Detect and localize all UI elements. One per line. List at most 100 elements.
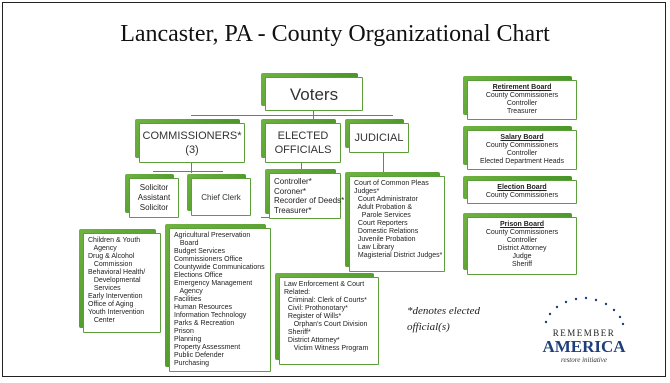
department-item: Planning <box>174 336 202 343</box>
board-line: District Attorney <box>497 245 547 252</box>
solicitor-label: Solicitor Assistant Solicitor <box>129 178 179 218</box>
board-line: Sheriff <box>511 261 533 268</box>
department-item: Elections Office <box>174 272 223 279</box>
board-line: Treasurer <box>506 108 538 115</box>
department-item: Budget Services <box>174 248 225 255</box>
judicial-list-box: Court of Common Pleas Judges* Court Admi… <box>345 172 445 272</box>
slide: Lancaster, PA - County Organizational Ch… <box>2 2 666 377</box>
connector-elected-down <box>301 163 302 173</box>
department-item: Commissioners Office <box>174 256 243 263</box>
elected-item: Coroner* <box>274 186 307 196</box>
department-item: Youth Intervention <box>88 309 145 316</box>
department-item: Services <box>88 285 121 292</box>
department-item: Children & Youth <box>88 237 141 244</box>
elected-item: Recorder of Deeds* <box>274 196 345 205</box>
law-court-box: Law Enforcement & Court Related: Crimina… <box>275 273 379 365</box>
board-line: Elected Department Heads <box>479 158 565 165</box>
department-item: Emergency Management <box>174 280 253 287</box>
law-court-item: Law Enforcement & Court <box>284 281 365 288</box>
board-line: County Commissioners <box>485 192 559 199</box>
judicial-box: JUDICIAL <box>345 119 409 153</box>
solicitor-departments-box: Children & Youth Agency Drug & Alcohol C… <box>79 229 161 333</box>
department-item: Property Assessment <box>174 344 241 351</box>
department-item: Behavioral Health/ <box>88 269 146 276</box>
commissioners-label: COMMISSIONERS* (3) <box>139 123 245 163</box>
department-item: Human Resources <box>174 304 232 311</box>
elected-officials-box: ELECTED OFFICIALS <box>261 119 341 163</box>
department-item: Agency <box>88 245 117 252</box>
department-item: Board <box>174 240 199 247</box>
voters-label: Voters <box>265 77 363 111</box>
judicial-item: Court Administrator <box>354 196 418 203</box>
law-court-item: Criminal: Clerk of Courts* <box>284 297 367 304</box>
elected-item: Treasurer* <box>274 205 312 215</box>
department-item: Prison <box>174 328 194 335</box>
department-item: Drug & Alcohol <box>88 253 135 260</box>
department-item: Parks & Recreation <box>174 320 235 327</box>
department-item: Countywide Communications <box>174 264 265 271</box>
prison-board-box: Prison Board County Commissioners Contro… <box>463 213 577 275</box>
judicial-item: Judges* <box>354 188 380 195</box>
board-title: Prison Board <box>500 221 544 228</box>
judicial-item: Court of Common Pleas <box>354 180 429 187</box>
department-item: Facilities <box>174 296 202 303</box>
connector-commissioners-down <box>191 163 192 173</box>
board-line: Controller <box>506 100 538 107</box>
board-line: County Commissioners <box>485 142 559 149</box>
judicial-item: Law Library <box>354 244 395 251</box>
chief-clerk-departments-list: Agricultural Preservation Board Budget S… <box>174 232 266 368</box>
elected-item: Controller* <box>274 177 312 186</box>
board-line: County Commissioners <box>485 92 559 99</box>
solicitor-departments-list: Children & Youth Agency Drug & Alcohol C… <box>88 237 156 325</box>
board-line: County Commissioners <box>485 229 559 236</box>
judicial-list: Court of Common Pleas Judges* Court Admi… <box>354 180 443 260</box>
star-arc-icon: REMEMBER AMERICA restore initiative <box>542 296 626 364</box>
judicial-item: Juvenile Probation <box>354 236 416 243</box>
board-title: Election Board <box>497 184 547 191</box>
department-item: Center <box>88 317 115 324</box>
law-court-list: Law Enforcement & Court Related: Crimina… <box>284 281 374 353</box>
connector-voters-down <box>313 109 314 123</box>
voters-box: Voters <box>261 73 363 111</box>
department-item: Early Intervention <box>88 293 143 300</box>
elected-officials-label: ELECTED OFFICIALS <box>265 123 341 163</box>
judicial-item: Domestic Relations <box>354 228 419 235</box>
department-item: Agency <box>174 288 203 295</box>
department-item: Developmental <box>88 277 141 284</box>
law-court-item: District Attorney* <box>284 337 340 344</box>
chief-clerk-label: Chief Clerk <box>191 178 251 216</box>
commissioners-box: COMMISSIONERS* (3) <box>135 119 245 163</box>
law-court-item: Orphan's Court Division <box>284 321 368 328</box>
department-item: Office of Aging <box>88 301 134 308</box>
department-item: Information Technology <box>174 312 247 319</box>
law-court-item: Related: <box>284 289 311 296</box>
election-board-box: Election Board County Commissioners <box>463 176 577 204</box>
remember-america-logo: REMEMBER AMERICA restore initiative <box>534 292 634 367</box>
elected-list-box: Controller* Coroner* Recorder of Deeds* … <box>265 169 345 219</box>
chart-title: Lancaster, PA - County Organizational Ch… <box>120 21 550 47</box>
department-item: Commission <box>88 261 133 268</box>
connector-commissioners-horizontal <box>153 171 223 172</box>
board-line: Judge <box>512 253 532 260</box>
board-title: Salary Board <box>500 134 544 141</box>
department-item: Public Defender <box>174 352 224 359</box>
judicial-item: Parole Services <box>354 212 411 219</box>
law-court-item: Sheriff* <box>284 329 311 336</box>
solicitor-box: Solicitor Assistant Solicitor <box>125 174 179 218</box>
board-line: Controller <box>506 150 538 157</box>
connector-judicial-down <box>383 153 384 175</box>
law-court-item: Victim Witness Program <box>284 345 369 352</box>
judicial-item: Adult Probation & <box>354 204 412 211</box>
judicial-item: Magisterial District Judges* <box>354 252 443 259</box>
chief-clerk-departments-box: Agricultural Preservation Board Budget S… <box>165 224 271 372</box>
department-item: Purchasing <box>174 360 210 367</box>
department-item: Agricultural Preservation <box>174 232 251 239</box>
law-court-item: Register of Wills* <box>284 313 342 320</box>
logo-line2: AMERICA <box>542 337 626 356</box>
elected-footnote: *denotes elected official(s) <box>407 305 480 333</box>
judicial-label: JUDICIAL <box>349 123 409 153</box>
board-line: Controller <box>506 237 538 244</box>
salary-board-box: Salary Board County Commissioners Contro… <box>463 126 577 170</box>
judicial-item: Court Reporters <box>354 220 408 227</box>
retirement-board-box: Retirement Board County Commissioners Co… <box>463 76 577 120</box>
